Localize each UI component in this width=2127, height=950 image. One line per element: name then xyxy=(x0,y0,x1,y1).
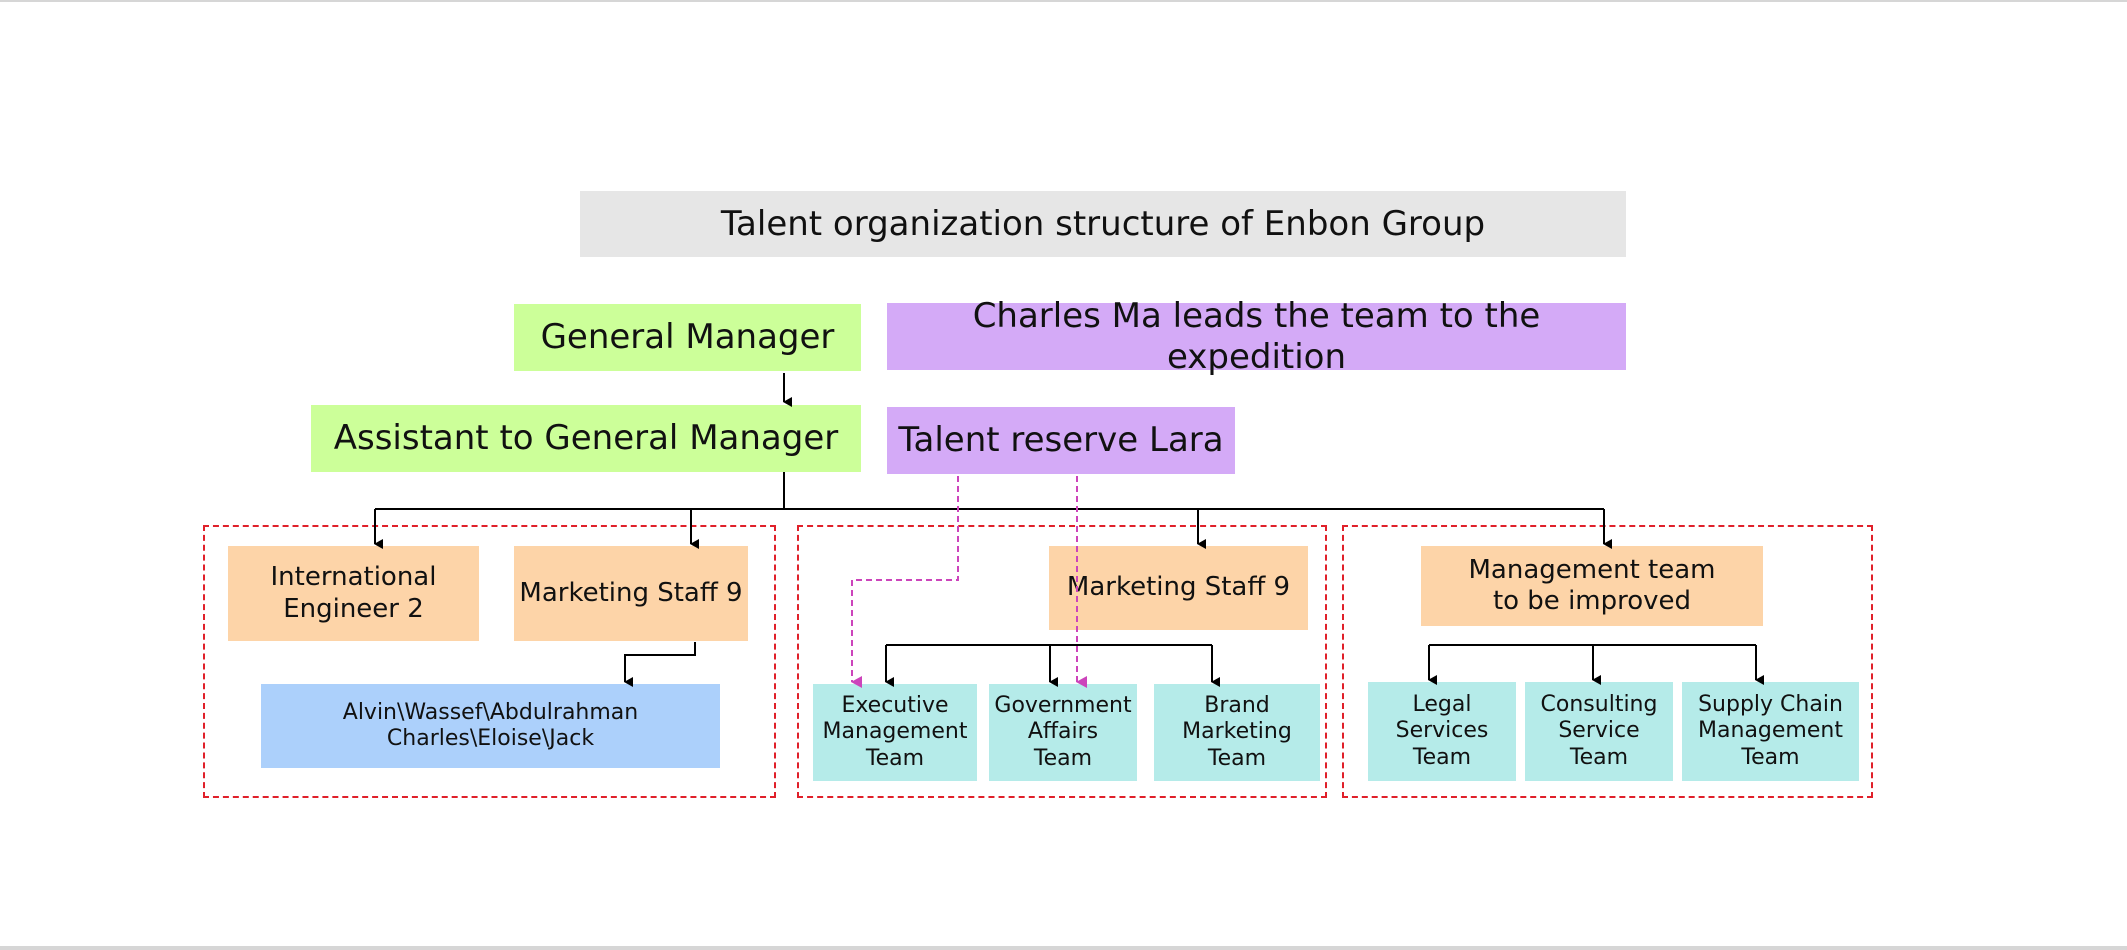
international-engineer-label: International Engineer 2 xyxy=(270,562,437,624)
marketing-staff-center-box: Marketing Staff 9 xyxy=(1049,546,1308,630)
consulting-team-box: Consulting Service Team xyxy=(1525,682,1673,781)
members-label: Alvin\Wassef\Abdulrahman Charles\Eloise\… xyxy=(342,699,639,751)
general-manager-box: General Manager xyxy=(514,304,861,371)
top-rule xyxy=(0,0,2127,2)
group-center xyxy=(797,525,1327,798)
bottom-rule xyxy=(0,946,2127,950)
group-left xyxy=(203,525,776,798)
consulting-team-label: Consulting Service Team xyxy=(1540,691,1658,770)
group-right xyxy=(1342,525,1873,798)
supply-chain-team-box: Supply Chain Management Team xyxy=(1682,682,1859,781)
management-team-box: Management team to be improved xyxy=(1421,546,1763,626)
expedition-box: Charles Ma leads the team to the expedit… xyxy=(887,296,1626,377)
assistant-gm-label: Assistant to General Manager xyxy=(333,418,839,459)
diagram-title-text: Talent organization structure of Enbon G… xyxy=(720,203,1486,244)
marketing-staff-to-members-connector xyxy=(624,642,696,687)
marketing-staff-left-label: Marketing Staff 9 xyxy=(519,577,743,608)
legal-team-box: Legal Services Team xyxy=(1368,682,1516,781)
government-team-box: Government Affairs Team xyxy=(989,684,1137,781)
reserve-to-executive-connector xyxy=(851,476,959,688)
general-manager-label: General Manager xyxy=(540,317,835,358)
brand-team-label: Brand Marketing Team xyxy=(1182,692,1292,771)
assistant-gm-box: Assistant to General Manager xyxy=(311,405,861,472)
marketing-staff-center-label: Marketing Staff 9 xyxy=(1066,572,1291,603)
supply-chain-team-label: Supply Chain Management Team xyxy=(1698,691,1843,770)
talent-reserve-label: Talent reserve Lara xyxy=(898,420,1224,461)
management-team-label: Management team to be improved xyxy=(1468,554,1716,616)
legal-team-label: Legal Services Team xyxy=(1395,691,1489,770)
executive-team-box: Executive Management Team xyxy=(813,684,977,781)
diagram-title: Talent organization structure of Enbon G… xyxy=(580,191,1626,257)
talent-reserve-box: Talent reserve Lara xyxy=(887,407,1235,474)
marketing-staff-left-box: Marketing Staff 9 xyxy=(514,546,748,641)
executive-team-label: Executive Management Team xyxy=(822,692,968,771)
government-team-label: Government Affairs Team xyxy=(994,692,1132,771)
members-box: Alvin\Wassef\Abdulrahman Charles\Eloise\… xyxy=(261,684,720,768)
expedition-label: Charles Ma leads the team to the expedit… xyxy=(972,295,1541,377)
international-engineer-box: International Engineer 2 xyxy=(228,546,479,641)
brand-team-box: Brand Marketing Team xyxy=(1154,684,1320,781)
